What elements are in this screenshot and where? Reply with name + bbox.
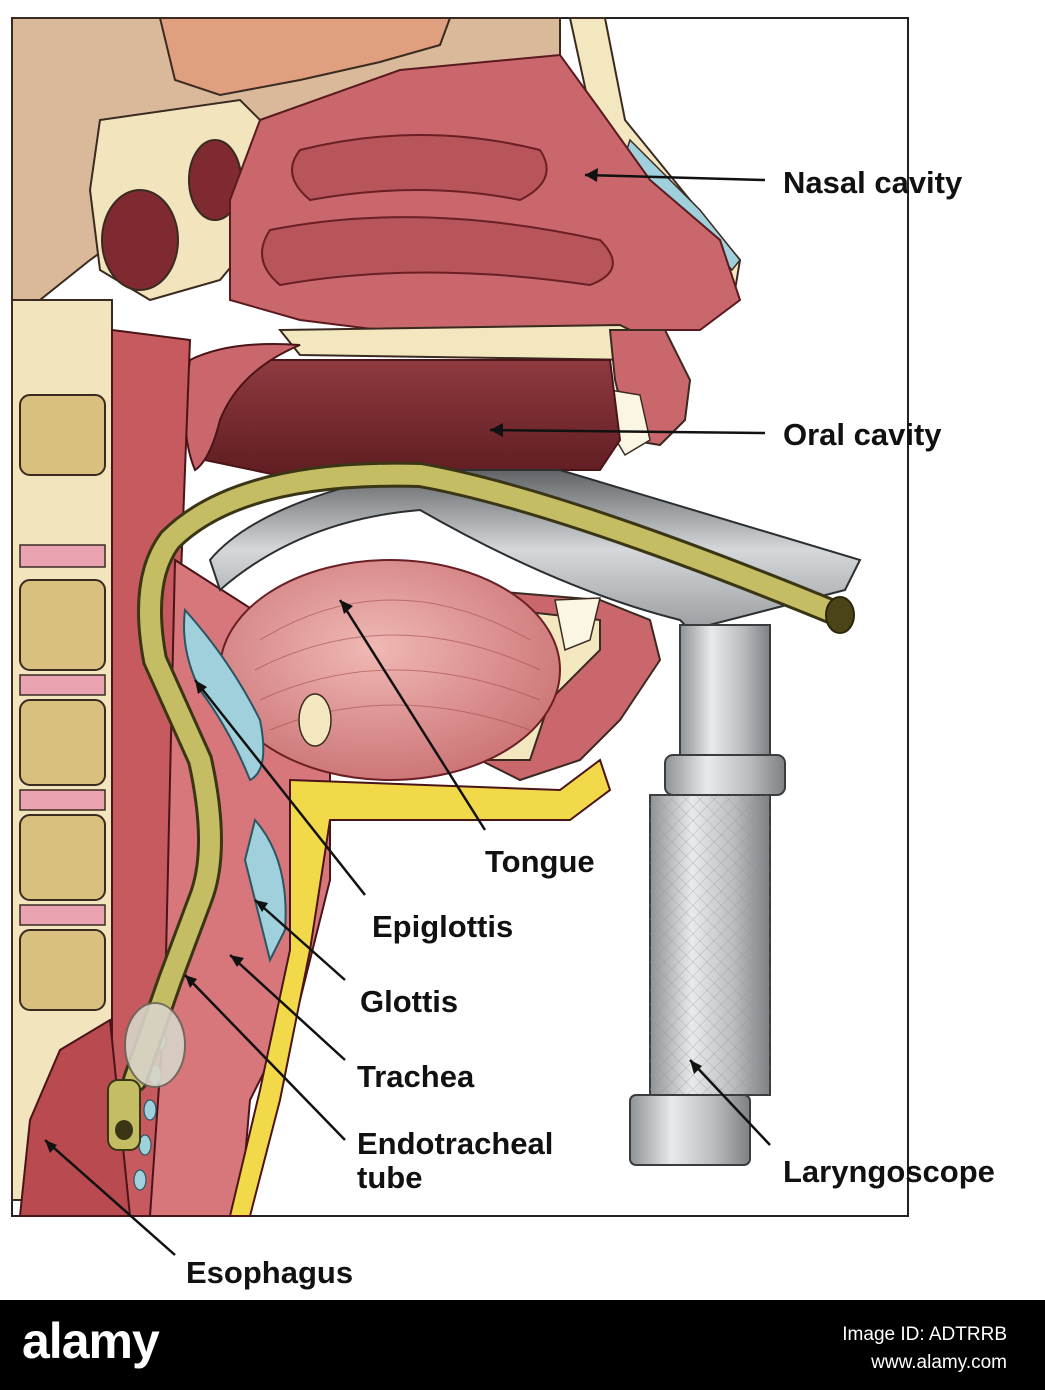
label-endotracheal-line1: Endotracheal bbox=[357, 1126, 554, 1161]
leader-trachea bbox=[229, 954, 346, 1061]
laryngoscope-handle bbox=[629, 624, 786, 1166]
site-url: www.alamy.com bbox=[871, 1352, 1007, 1373]
tube-opening bbox=[825, 596, 855, 634]
leader-arrowheads bbox=[45, 168, 702, 1153]
laryngoscope-blade bbox=[208, 469, 862, 632]
leader-laryngoscope bbox=[689, 1059, 771, 1146]
thyroid-cartilage bbox=[243, 817, 287, 963]
label-esophagus: Esophagus bbox=[186, 1255, 354, 1290]
leader-lines bbox=[44, 173, 771, 1256]
label-oral-cavity: Oral cavity bbox=[783, 417, 942, 452]
lower-incisor bbox=[554, 597, 601, 652]
endotracheal-tube-body bbox=[125, 464, 850, 1090]
vertebra-1 bbox=[19, 394, 106, 476]
illustration: Nasal cavity Oral cavity Tongue Epiglott… bbox=[11, 17, 995, 1290]
tube-cuff bbox=[124, 1002, 186, 1088]
sphenoid-sinus bbox=[101, 189, 179, 291]
label-laryngoscope: Laryngoscope bbox=[783, 1154, 995, 1189]
vertebra-5 bbox=[19, 929, 106, 1011]
leader-epiglottis bbox=[194, 679, 366, 896]
stock-footer: alamy Image ID: ADTRRB www.alamy.com bbox=[0, 1300, 1045, 1390]
image-id: Image ID: ADTRRB bbox=[842, 1324, 1007, 1345]
vertebra-4 bbox=[19, 814, 106, 901]
leader-endotracheal-tube bbox=[184, 974, 346, 1141]
leader-glottis bbox=[254, 899, 346, 981]
alamy-logo: alamy bbox=[22, 1313, 160, 1369]
vertebra-2 bbox=[19, 579, 106, 671]
hyoid-bone bbox=[298, 693, 332, 747]
label-glottis: Glottis bbox=[360, 984, 459, 1019]
vertebra-3 bbox=[19, 699, 106, 786]
leader-nasal-cavity bbox=[584, 173, 766, 182]
anatomy-svg bbox=[11, 17, 909, 1256]
nasal-turbinate-lower bbox=[261, 216, 614, 287]
tube-murphy-eye bbox=[115, 1120, 133, 1140]
leader-tongue bbox=[338, 599, 487, 831]
leader-oral-cavity bbox=[489, 428, 766, 435]
label-nasal-cavity: Nasal cavity bbox=[783, 165, 963, 200]
disc-2 bbox=[19, 674, 106, 696]
hard-palate bbox=[277, 323, 662, 362]
label-endotracheal-line2: tube bbox=[357, 1160, 423, 1195]
label-epiglottis: Epiglottis bbox=[372, 909, 514, 944]
label-tongue: Tongue bbox=[485, 844, 595, 879]
nasal-turbinate-upper bbox=[291, 134, 548, 202]
leader-esophagus bbox=[44, 1139, 176, 1256]
brain-tissue bbox=[158, 17, 452, 97]
epiglottis-shape bbox=[183, 607, 265, 782]
label-endotracheal-tube: Endotracheal tube bbox=[357, 1127, 553, 1195]
disc-4 bbox=[19, 904, 106, 926]
disc-1 bbox=[19, 544, 106, 568]
label-trachea: Trachea bbox=[357, 1059, 475, 1094]
disc-3 bbox=[19, 789, 106, 811]
